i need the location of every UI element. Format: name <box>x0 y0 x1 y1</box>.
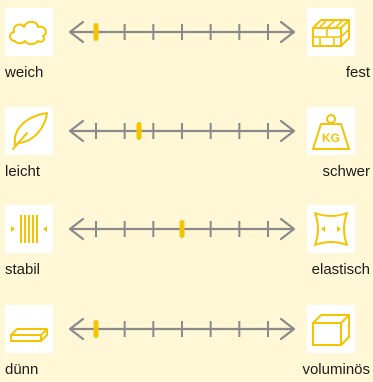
slider-marker[interactable] <box>93 23 99 41</box>
arrow-right-icon <box>279 20 296 44</box>
slider-marker[interactable] <box>179 220 185 238</box>
slider-track <box>66 113 298 149</box>
brick-icon <box>307 8 355 56</box>
scale-row-stabil-elastisch: stabil elastisch <box>0 205 373 287</box>
scale-row-weich-fest: weich fest <box>0 8 373 90</box>
feather-icon <box>5 107 53 155</box>
slider-marker[interactable] <box>93 320 99 338</box>
stretch-icon <box>307 205 355 253</box>
kg-text: KG <box>322 131 340 145</box>
arrow-left-icon <box>68 20 85 44</box>
left-label: weich <box>5 64 44 81</box>
scale-row-leicht-schwer: KG leicht schwer <box>0 107 373 189</box>
left-label: stabil <box>5 261 41 278</box>
right-label: fest <box>345 64 370 81</box>
arrow-right-icon <box>279 119 296 143</box>
right-label: voluminös <box>302 361 370 378</box>
slider-track <box>66 211 298 247</box>
arrow-left-icon <box>68 119 85 143</box>
box-icon <box>307 305 355 353</box>
slider-marker[interactable] <box>136 122 142 140</box>
slider-track <box>66 14 298 50</box>
arrow-right-icon <box>279 317 296 341</box>
compressed-lines-icon <box>5 205 53 253</box>
arrow-right-icon <box>279 217 296 241</box>
right-label: schwer <box>322 163 370 180</box>
thin-slab-icon <box>5 305 53 353</box>
scale-row-duenn-voluminoes: dünn voluminös <box>0 305 373 382</box>
slider-track <box>66 311 298 347</box>
arrow-left-icon <box>68 217 85 241</box>
left-label: dünn <box>5 361 39 378</box>
right-label: elastisch <box>311 261 370 278</box>
arrow-left-icon <box>68 317 85 341</box>
weight-kg-icon: KG <box>307 107 355 155</box>
cloud-icon <box>5 8 53 56</box>
left-label: leicht <box>5 163 41 180</box>
